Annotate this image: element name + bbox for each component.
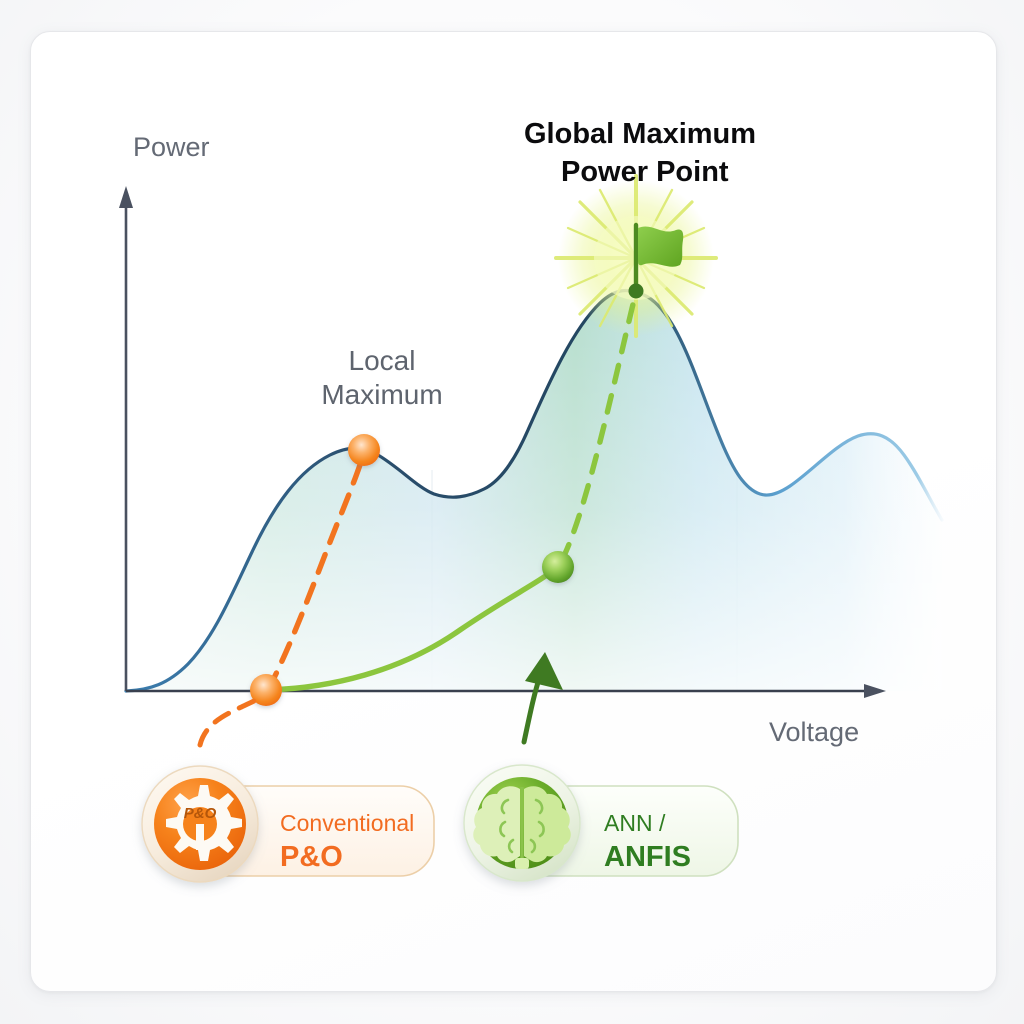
legend-ann-label-top: ANN /: [604, 810, 666, 836]
conventional-po-start-marker: [250, 674, 282, 706]
local-maximum-line2: Maximum: [321, 379, 442, 410]
legend-conventional-po[interactable]: P&O Conventional P&O: [141, 765, 435, 883]
conventional-po-trajectory: [250, 434, 380, 706]
global-max-line2: Power Point: [561, 156, 729, 188]
pv-curve: [124, 288, 944, 693]
local-maximum-line1: Local: [349, 345, 416, 376]
y-axis-label: Power: [133, 132, 210, 162]
green-badge-connector: [521, 652, 563, 745]
goal-flag-icon: [633, 222, 684, 296]
ann-anfis-tracking-marker: [542, 551, 574, 583]
x-axis-label: Voltage: [769, 717, 859, 747]
brain-icon: [473, 786, 571, 869]
local-max-marker: [348, 434, 380, 466]
conventional-po-dashed-path: [265, 449, 367, 693]
pv-curve-line: [124, 288, 944, 693]
y-axis-arrowhead: [119, 186, 133, 208]
ann-anfis-dashed-path: [559, 297, 637, 563]
gear-icon: [166, 785, 242, 861]
legend-ann-label-bottom: ANFIS: [604, 841, 691, 873]
legend-po-label-bottom: P&O: [280, 841, 343, 873]
x-axis-arrowhead: [864, 684, 886, 698]
legend-po-label-top: Conventional: [280, 810, 414, 836]
ann-anfis-trajectory: [265, 283, 644, 693]
global-max-annotation: Global Maximum Power Point: [524, 118, 756, 188]
global-max-line1: Global Maximum: [524, 118, 756, 150]
legend-ann-anfis[interactable]: ANN / ANFIS: [463, 764, 739, 882]
pv-curve-area-fade: [126, 290, 942, 691]
local-maximum-annotation: Local Maximum: [321, 345, 442, 410]
legend-po-icon-text: P&O: [184, 805, 217, 822]
ann-anfis-solid-path: [265, 565, 559, 693]
global-max-marker: [628, 283, 644, 299]
orange-badge-connector: [197, 697, 259, 748]
